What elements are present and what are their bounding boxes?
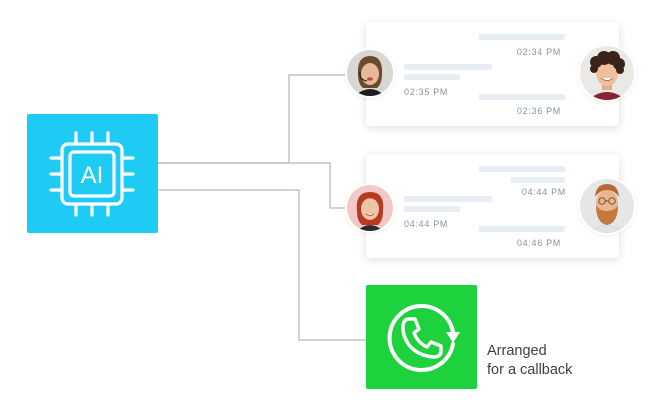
message-bar [404,64,492,70]
callback-block [366,285,477,389]
message-bar [479,94,565,100]
avatar-customer-curly [580,46,634,100]
message-bar [479,226,565,232]
message-bar [479,34,565,40]
message-bar [511,177,565,183]
ai-label: AI [81,162,104,189]
message-timestamp: 04:44 PM [521,187,566,197]
ai-chip-icon: AI [49,131,135,217]
message-timestamp: 02:34 PM [516,47,561,57]
ai-block: AI [27,114,158,233]
avatar-agent-redhead [347,185,393,231]
callback-label: Arranged for a callback [487,342,572,380]
message-timestamp: 02:35 PM [404,87,449,97]
message-timestamp: 04:46 PM [516,238,561,248]
avatar-customer-bearded [580,179,634,233]
callback-label-line2: for a callback [487,362,573,378]
message-bar [404,206,460,212]
phone-callback-icon [387,303,460,372]
callback-label-line1: Arranged [487,343,547,359]
message-bar [404,196,492,202]
message-bar [404,74,460,80]
chat-card-2: 04:44 PM 04:44 PM 04:46 PM [366,154,619,258]
message-bar [479,166,565,172]
message-timestamp: 04:44 PM [404,219,449,229]
chat-card-1: 02:34 PM 02:35 PM 02:36 PM [366,22,619,126]
avatar-agent-headset [347,50,393,96]
message-timestamp: 02:36 PM [516,106,561,116]
